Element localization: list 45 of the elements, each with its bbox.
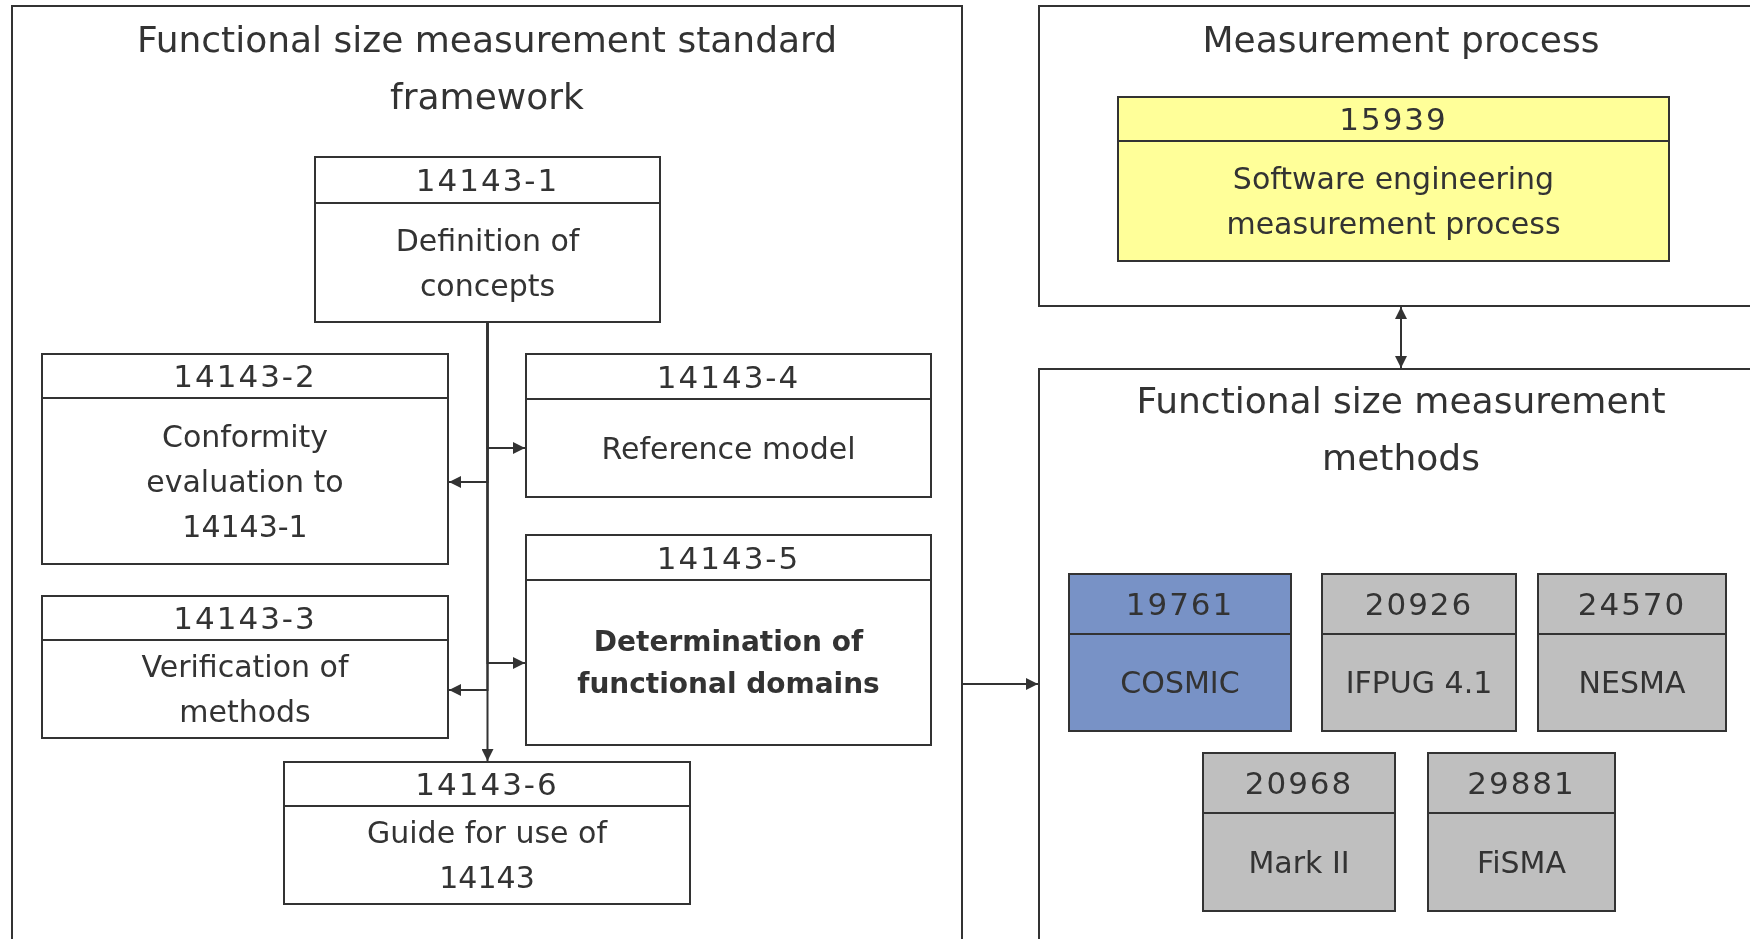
standard-number: 20926	[1323, 575, 1515, 635]
standard-title: Mark II	[1247, 843, 1351, 882]
standard-box	[525, 534, 932, 746]
standard-title: Conformity evaluation to 14143-1	[145, 417, 345, 546]
standard-box	[1321, 573, 1517, 732]
group-panel	[1038, 5, 1750, 307]
standard-box	[283, 761, 691, 905]
arrow	[1395, 306, 1407, 369]
standard-box	[1202, 752, 1396, 912]
standard-title: Determination of functional domains	[576, 623, 881, 702]
standard-number: 29881	[1429, 754, 1614, 814]
standard-title: Definition of concepts	[394, 221, 581, 305]
standard-number: 24570	[1539, 575, 1725, 635]
standard-box	[525, 353, 932, 498]
standard-number: 19761	[1070, 575, 1290, 635]
standard-number: 14143-6	[285, 763, 689, 807]
standard-title: Verification of methods	[140, 648, 350, 731]
standard-title: Reference model	[600, 429, 857, 468]
panel-title: Measurement process	[1201, 18, 1601, 62]
group-panel	[11, 5, 963, 939]
standard-title: COSMIC	[1119, 664, 1241, 702]
standard-title: Guide for use of 14143	[366, 814, 609, 897]
standard-box	[1117, 96, 1670, 262]
standard-box	[1427, 752, 1616, 912]
standard-box	[1537, 573, 1727, 732]
standard-title: NESMA	[1577, 664, 1687, 702]
standard-box	[41, 595, 449, 739]
standard-number: 14143-2	[43, 355, 447, 399]
standard-title: IFPUG 4.1	[1344, 664, 1494, 702]
group-panel	[1038, 368, 1750, 939]
standard-number: 20968	[1204, 754, 1394, 814]
arrow	[962, 678, 1039, 690]
standard-box	[41, 353, 449, 565]
panel-title: Functional size measurement methods	[1135, 379, 1667, 480]
standard-number: 14143-5	[527, 536, 930, 581]
standard-number: 14143-4	[527, 355, 930, 400]
standard-number: 15939	[1119, 98, 1668, 142]
standard-box	[1068, 573, 1292, 732]
panel-title: Functional size measurement standard framework	[135, 18, 839, 119]
standard-box	[314, 156, 661, 323]
standard-title: Software engineering measurement process	[1225, 160, 1562, 243]
arrow	[448, 322, 489, 696]
standard-title: FiSMA	[1476, 843, 1567, 882]
standard-number: 14143-3	[43, 597, 447, 641]
standard-number: 14143-1	[316, 158, 659, 204]
